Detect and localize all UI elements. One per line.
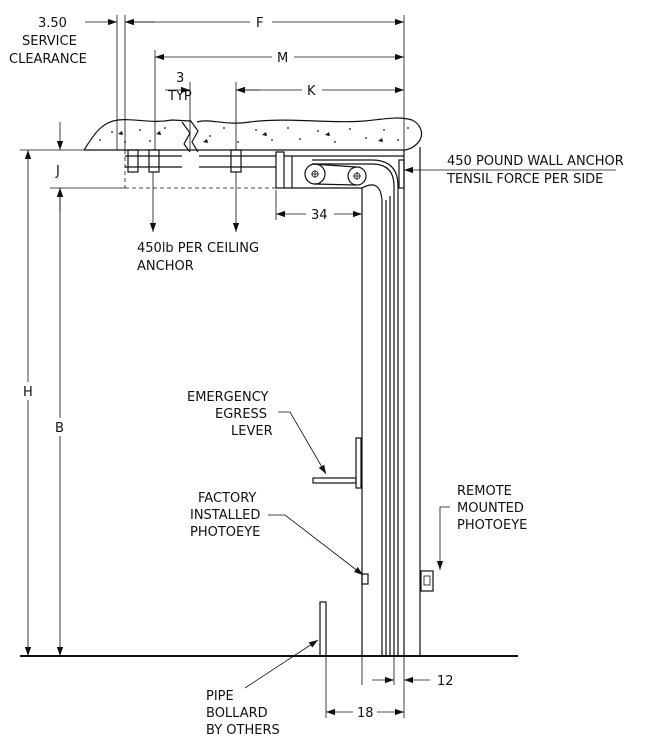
ceiling-anchor-label-1: 450lb PER CEILING [137, 241, 259, 256]
service-clearance-label-2: CLEARANCE [9, 52, 87, 67]
ceiling-slab [83, 117, 423, 153]
callout-remote-photoeye: REMOTE MOUNTED PHOTOEYE [436, 484, 527, 570]
egress-label-2: EGRESS [215, 407, 267, 422]
service-clearance-label-1: SERVICE [22, 34, 77, 49]
dim-f-label: F [256, 16, 263, 31]
dim-m: M [155, 51, 404, 66]
dim-m-label: M [277, 51, 288, 66]
factory-label-1: FACTORY [198, 491, 256, 506]
remote-label-1: REMOTE [457, 484, 512, 499]
egress-label-3: LEVER [231, 424, 273, 439]
remote-label-3: PHOTOEYE [457, 518, 527, 533]
pipe-bollard [319, 601, 327, 657]
bollard-label-2: BOLLARD [206, 706, 268, 721]
dim-j-label: J [55, 164, 60, 179]
dim-b-label: B [55, 421, 64, 436]
wall-anchor-label-2: TENSIL FORCE PER SIDE [446, 172, 603, 187]
dim-service-clearance: 3.50 SERVICE CLEARANCE [9, 16, 155, 67]
dim-34-label: 34 [311, 208, 328, 223]
dim-12-label: 12 [437, 674, 454, 689]
egress-lever [312, 437, 362, 489]
dim-h: H [23, 150, 33, 656]
callout-pipe-bollard: PIPE BOLLARD BY OTHERS [206, 639, 319, 738]
dim-18-label: 18 [357, 706, 374, 721]
wall-anchor-label-1: 450 POUND WALL ANCHOR [447, 154, 624, 169]
dim-k-label: K [307, 84, 316, 99]
dim-h-label: H [23, 385, 33, 400]
dim-b: B [55, 188, 64, 656]
typ-label: TYP [167, 89, 192, 104]
concrete-hatching [99, 127, 409, 143]
egress-label-1: EMERGENCY [187, 390, 269, 405]
bollard-label-3: BY OTHERS [206, 723, 280, 738]
remote-label-2: MOUNTED [457, 501, 524, 516]
service-clearance-value: 3.50 [38, 16, 67, 31]
factory-label-3: PHOTOEYE [190, 525, 260, 540]
dim-k: K [236, 84, 404, 99]
wall [403, 147, 421, 656]
dim-12: 12 [372, 656, 454, 689]
dim-34: 34 [276, 208, 362, 223]
callout-factory-photoeye: FACTORY INSTALLED PHOTOEYE [190, 491, 364, 576]
dim-f: F [125, 16, 404, 31]
dim-3-label: 3 [176, 71, 184, 86]
factory-label-2: INSTALLED [190, 508, 260, 523]
extension-lines [20, 15, 405, 718]
callout-wall-anchor: 450 POUND WALL ANCHOR TENSIL FORCE PER S… [404, 154, 624, 187]
dim-3-typ: 3 TYP [165, 71, 260, 104]
factory-photoeye [361, 573, 369, 585]
bollard-label-1: PIPE [206, 689, 234, 704]
ceiling-anchor-label-2: ANCHOR [137, 259, 194, 274]
dim-j: J [55, 122, 64, 212]
callout-egress-lever: EMERGENCY EGRESS LEVER [187, 390, 327, 475]
remote-photoeye [420, 570, 434, 592]
dim-18: 18 [326, 706, 404, 721]
callout-ceiling-anchor: 450lb PER CEILING ANCHOR [137, 172, 259, 274]
